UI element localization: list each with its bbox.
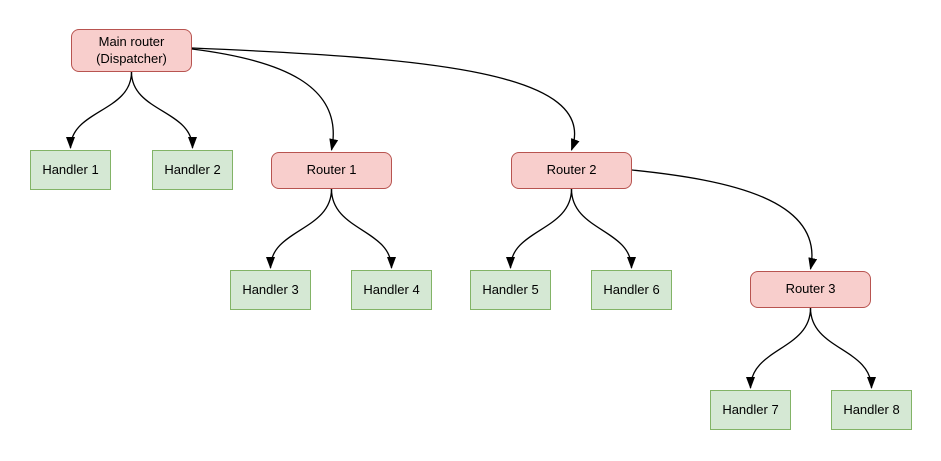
node-router-2: Router 2 bbox=[511, 152, 632, 189]
node-router-1-label: Router 1 bbox=[306, 162, 357, 178]
node-handler-8-label: Handler 8 bbox=[843, 401, 900, 417]
node-handler-7-label: Handler 7 bbox=[722, 401, 779, 417]
node-handler-3: Handler 3 bbox=[230, 270, 311, 310]
node-main-router-label: Main router (Dispatcher) bbox=[96, 34, 167, 66]
node-handler-4: Handler 4 bbox=[351, 270, 432, 310]
edge-main-router-to-handler-2 bbox=[130, 71, 197, 149]
node-main-router: Main router (Dispatcher) bbox=[71, 29, 192, 72]
node-handler-7: Handler 7 bbox=[710, 390, 791, 430]
node-router-2-label: Router 2 bbox=[546, 162, 597, 178]
edge-router-2-to-handler-6 bbox=[570, 188, 636, 269]
node-handler-4-label: Handler 4 bbox=[363, 281, 420, 297]
edge-main-router-to-handler-1 bbox=[66, 71, 133, 149]
node-handler-6-label: Handler 6 bbox=[603, 281, 660, 297]
node-handler-5: Handler 5 bbox=[470, 270, 551, 310]
node-handler-5-label: Handler 5 bbox=[482, 281, 539, 297]
edge-router-1-to-handler-4 bbox=[330, 188, 396, 269]
node-handler-1-label: Handler 1 bbox=[42, 161, 99, 177]
edge-router-3-to-handler-7 bbox=[746, 307, 812, 389]
node-handler-2-label: Handler 2 bbox=[164, 161, 221, 177]
edge-router-1-to-handler-3 bbox=[266, 188, 333, 269]
node-router-1: Router 1 bbox=[271, 152, 392, 189]
edge-router-2-to-router-3 bbox=[631, 169, 818, 270]
edge-router-2-to-handler-5 bbox=[506, 188, 573, 269]
node-router-3-label: Router 3 bbox=[785, 281, 836, 297]
node-handler-6: Handler 6 bbox=[591, 270, 672, 310]
node-handler-3-label: Handler 3 bbox=[242, 281, 299, 297]
node-router-3: Router 3 bbox=[750, 271, 871, 308]
node-handler-1: Handler 1 bbox=[30, 150, 111, 190]
node-handler-8: Handler 8 bbox=[831, 390, 912, 430]
edge-main-router-to-router-1 bbox=[191, 48, 339, 151]
edge-main-router-to-router-2 bbox=[191, 47, 580, 151]
edge-router-3-to-handler-8 bbox=[809, 307, 876, 389]
node-handler-2: Handler 2 bbox=[152, 150, 233, 190]
